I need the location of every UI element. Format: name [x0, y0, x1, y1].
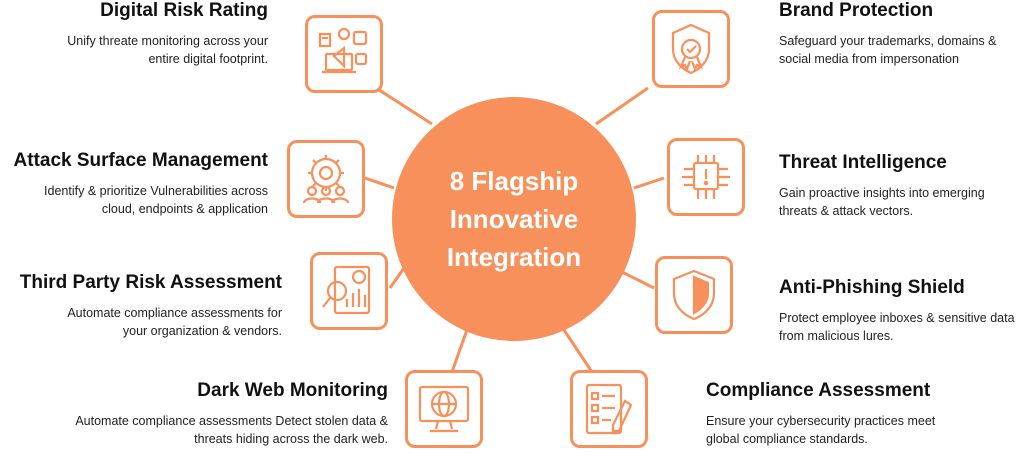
center-title: 8 Flagship Innovative Integration — [446, 166, 582, 272]
connector-line — [450, 326, 470, 373]
report-analysis-icon — [322, 265, 371, 315]
feature-attack-surface-management: Attack Surface Management Identify & pri… — [0, 150, 268, 218]
threat-intelligence-icon-box — [667, 138, 745, 216]
globe-monitor-icon — [418, 385, 470, 433]
checklist-pen-icon — [585, 383, 633, 435]
team-gear-icon — [302, 155, 350, 204]
feature-description: Unify threate monitoring across your ent… — [67, 34, 268, 66]
feature-anti-phishing-shield: Anti-Phishing Shield Protect employee in… — [779, 277, 1019, 345]
brand-protection-icon-box — [652, 10, 730, 88]
shield-icon — [672, 269, 716, 321]
feature-title: Brand Protection — [779, 0, 934, 21]
connector-line — [560, 326, 594, 373]
digital-marketing-icon — [318, 27, 368, 74]
connector-line — [375, 86, 433, 126]
feature-description: Protect employee inboxes & sensitive dat… — [779, 311, 1015, 343]
attack-surface-icon-box — [287, 140, 365, 218]
feature-title: Anti-Phishing Shield — [779, 277, 965, 298]
feature-title: Digital Risk Rating — [100, 0, 268, 21]
feature-digital-risk-rating: Digital Risk Rating Unify threate monito… — [0, 0, 268, 68]
feature-title: Third Party Risk Assessment — [19, 272, 282, 293]
feature-brand-protection: Brand Protection Safeguard your trademar… — [779, 0, 1024, 68]
feature-title: Threat Intelligence — [779, 152, 947, 173]
feature-third-party-risk-assessment: Third Party Risk Assessment Automate com… — [0, 272, 282, 340]
connector-line — [633, 176, 665, 190]
badge-shield-icon — [671, 23, 711, 75]
digital-risk-rating-icon-box — [305, 15, 383, 93]
feature-compliance-assessment: Compliance Assessment Ensure your cybers… — [706, 380, 951, 448]
feature-threat-intelligence: Threat Intelligence Gain proactive insig… — [779, 152, 1019, 220]
connector-line — [388, 267, 406, 289]
connector-line — [621, 270, 655, 290]
feature-title: Dark Web Monitoring — [197, 380, 388, 401]
compliance-icon-box — [570, 370, 648, 448]
feature-description: Automate compliance assessments for your… — [67, 306, 282, 338]
feature-dark-web-monitoring: Dark Web Monitoring Automate compliance … — [58, 380, 388, 448]
feature-description: Gain proactive insights into emerging th… — [779, 186, 985, 218]
feature-description: Ensure your cybersecurity practices meet… — [706, 414, 936, 446]
feature-title: Compliance Assessment — [706, 380, 931, 401]
feature-description: Safeguard your trademarks, domains & soc… — [779, 34, 997, 66]
anti-phishing-icon-box — [655, 256, 733, 334]
feature-title: Attack Surface Management — [13, 150, 268, 171]
alert-chip-icon — [682, 155, 730, 199]
dark-web-icon-box — [405, 370, 483, 448]
third-party-risk-icon-box — [310, 252, 388, 330]
feature-description: Automate compliance assessments Detect s… — [75, 414, 388, 446]
connector-line — [364, 176, 395, 190]
feature-description: Identify & prioritize Vulnerabilities ac… — [44, 184, 268, 216]
center-circle: 8 Flagship Innovative Integration — [392, 97, 636, 341]
connector-line — [595, 86, 649, 126]
